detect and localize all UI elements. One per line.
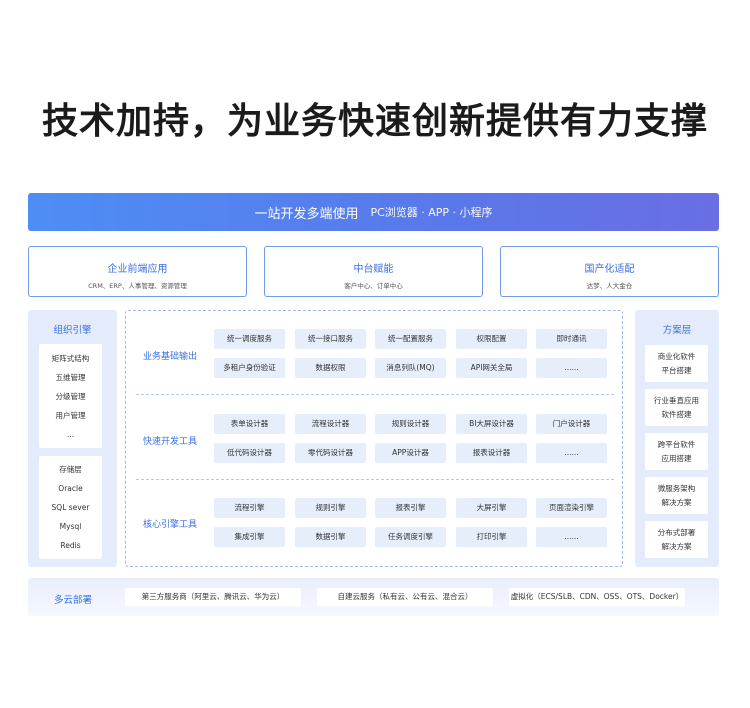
capability-cell: ...... [536, 358, 607, 378]
box-localization: 国产化适配 达梦、人大金仓 [500, 246, 719, 297]
capability-cell: 规则引擎 [295, 498, 366, 518]
solution-line: 商业化软件 [657, 352, 696, 361]
capability-cell: APP设计器 [375, 443, 446, 463]
solution-layer-panel: 方案层 商业化软件 平台搭建 行业垂直应用 软件搭建 跨平台软件 应用搭建 微服… [635, 310, 719, 567]
solution-card: 分布式部署 解决方案 [645, 521, 708, 558]
capability-cell: 报表引擎 [375, 498, 446, 518]
capability-cell: 大屏引擎 [456, 498, 527, 518]
org-features-card: 矩阵式结构 五维管理 分级管理 用户管理 ... [39, 344, 102, 448]
deploy-option: 虚拟化（ECS/SLB、CDN、OSS、OTS、Docker） [509, 588, 685, 606]
row-label-business: 业务基础输出 [143, 352, 198, 362]
list-item: SQL sever [51, 503, 90, 512]
solution-card: 跨平台软件 应用搭建 [645, 433, 708, 470]
capability-cell: 规则设计器 [375, 414, 446, 434]
solution-card: 商业化软件 平台搭建 [645, 345, 708, 382]
list-item: ... [66, 430, 75, 439]
capability-cell: 统一接口服务 [295, 329, 366, 349]
capability-cell: 集成引擎 [214, 527, 285, 547]
capability-cell: 零代码设计器 [295, 443, 366, 463]
box-title: 中台赋能 [353, 264, 394, 275]
solution-line: 平台搭建 [661, 366, 692, 375]
solution-line: 跨平台软件 [657, 440, 696, 449]
box-middle-platform: 中台赋能 客户中心、订单中心 [264, 246, 483, 297]
capability-cell: 数据引擎 [295, 527, 366, 547]
box-frontend-apps: 企业前端应用 CRM、ERP、人事管理、资源管理 [28, 246, 247, 297]
box-subtitle: 达梦、人大金仓 [586, 282, 633, 290]
capability-cell: 流程引擎 [214, 498, 285, 518]
solution-line: 行业垂直应用 [654, 396, 699, 405]
capability-cell: 打印引擎 [456, 527, 527, 547]
capability-cell: 即时通讯 [536, 329, 607, 349]
list-item: 存储层 [59, 465, 82, 474]
solution-card: 微服务架构 解决方案 [645, 477, 708, 514]
box-subtitle: CRM、ERP、人事管理、资源管理 [88, 282, 187, 290]
capability-cell: 表单设计器 [214, 414, 285, 434]
solution-line: 软件搭建 [661, 410, 692, 419]
capability-cell: API网关全局 [456, 358, 527, 378]
capability-cell: 报表设计器 [456, 443, 527, 463]
divider [136, 479, 614, 480]
capability-cell: 门户设计器 [536, 414, 607, 434]
solution-line: 应用搭建 [661, 454, 692, 463]
capability-cell: 任务调度引擎 [375, 527, 446, 547]
capability-cell: 统一调度服务 [214, 329, 285, 349]
capability-cell: BI大屏设计器 [456, 414, 527, 434]
capability-cell: 权限配置 [456, 329, 527, 349]
bar-label: 多云部署 [54, 595, 93, 606]
deploy-option: 第三方服务商（阿里云、腾讯云、华为云） [125, 588, 301, 606]
list-item: 矩阵式结构 [51, 354, 90, 363]
box-title: 企业前端应用 [107, 264, 168, 275]
solution-card: 行业垂直应用 软件搭建 [645, 389, 708, 426]
capability-cell: 数据权限 [295, 358, 366, 378]
capability-cell: 统一配置服务 [375, 329, 446, 349]
capability-cell: 消息列队(MQ) [375, 358, 446, 378]
row-label-core-engine: 核心引擎工具 [143, 520, 198, 530]
capability-cell: 页面渲染引擎 [536, 498, 607, 518]
page-title: 技术加持，为业务快速创新提供有力支撑 [41, 101, 708, 142]
list-item: 用户管理 [55, 411, 86, 420]
banner-main: 一站开发多端使用 [254, 206, 359, 222]
core-capabilities-area: 业务基础输出 统一调度服务 统一接口服务 统一配置服务 权限配置 即时通讯 多租… [125, 310, 623, 567]
panel-title: 组织引擎 [53, 325, 92, 336]
capability-cell: 流程设计器 [295, 414, 366, 434]
row-label-rapid-dev: 快速开发工具 [143, 437, 198, 447]
panel-title: 方案层 [662, 325, 692, 336]
capability-cell: 多租户身份验证 [214, 358, 285, 378]
list-item: Oracle [58, 484, 83, 493]
solution-line: 分布式部署 [657, 528, 696, 537]
banner-sub: PC浏览器 · APP · 小程序 [370, 206, 493, 219]
solution-line: 微服务架构 [657, 484, 696, 493]
capability-cell: 低代码设计器 [214, 443, 285, 463]
box-title: 国产化适配 [584, 264, 635, 275]
list-item: 分级管理 [55, 392, 86, 401]
capability-cell: ...... [536, 443, 607, 463]
multi-cloud-bar: 多云部署 第三方服务商（阿里云、腾讯云、华为云） 自建云服务（私有云、公有云、混… [28, 578, 719, 616]
box-subtitle: 客户中心、订单中心 [344, 282, 403, 290]
org-engine-panel: 组织引擎 矩阵式结构 五维管理 分级管理 用户管理 ... 存储层 Oracle… [28, 310, 117, 567]
list-item: Mysql [59, 522, 82, 531]
capability-cell: ...... [536, 527, 607, 547]
top-banner: 一站开发多端使用 PC浏览器 · APP · 小程序 [28, 193, 719, 231]
deploy-option: 自建云服务（私有云、公有云、混合云） [317, 588, 493, 606]
list-item: 五维管理 [55, 373, 86, 382]
divider [136, 394, 614, 395]
list-item: Redis [60, 541, 81, 550]
solution-line: 解决方案 [661, 498, 692, 507]
storage-card: 存储层 Oracle SQL sever Mysql Redis [39, 456, 102, 559]
solution-line: 解决方案 [661, 542, 692, 551]
